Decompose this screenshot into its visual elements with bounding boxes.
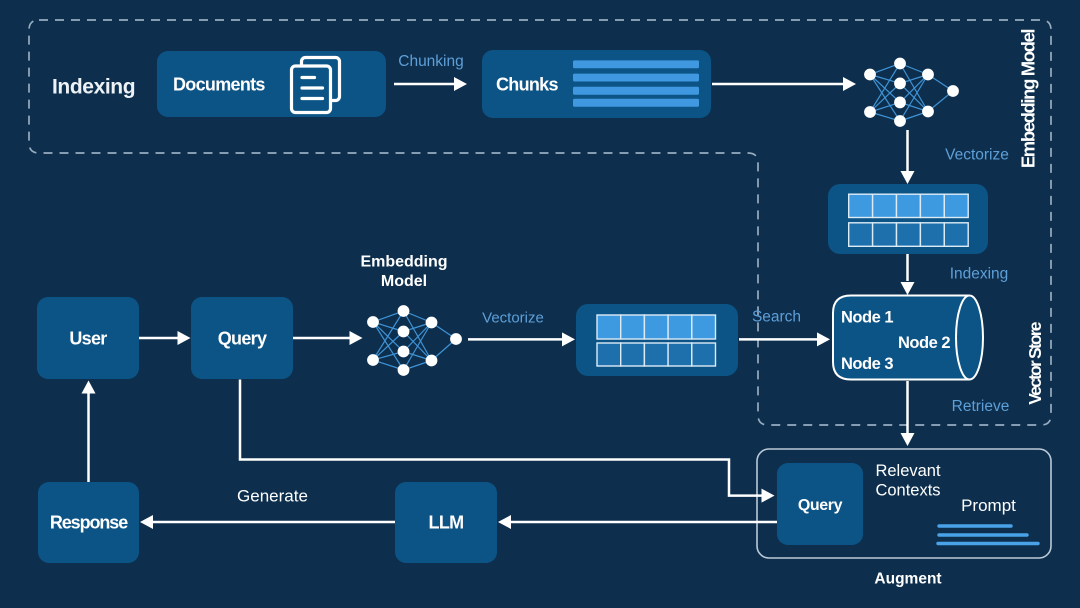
svg-text:Documents: Documents bbox=[173, 75, 265, 95]
svg-text:Indexing: Indexing bbox=[950, 266, 1009, 283]
svg-text:Contexts: Contexts bbox=[875, 482, 940, 500]
svg-text:Retrieve: Retrieve bbox=[952, 398, 1010, 415]
svg-text:Embedding: Embedding bbox=[360, 254, 447, 271]
svg-text:Search: Search bbox=[752, 309, 801, 326]
svg-text:Node 2: Node 2 bbox=[898, 334, 950, 352]
svg-text:Augment: Augment bbox=[874, 571, 941, 588]
svg-text:Chunking: Chunking bbox=[398, 53, 464, 70]
svg-text:Prompt: Prompt bbox=[961, 496, 1016, 515]
svg-text:Indexing: Indexing bbox=[52, 76, 135, 99]
svg-text:Node 3: Node 3 bbox=[841, 355, 893, 373]
svg-text:Vector Store: Vector Store bbox=[1025, 321, 1045, 405]
svg-text:Chunks: Chunks bbox=[496, 75, 558, 95]
svg-text:Vectorize: Vectorize bbox=[482, 310, 544, 327]
svg-text:Node 1: Node 1 bbox=[841, 309, 893, 327]
svg-text:User: User bbox=[69, 329, 107, 349]
svg-text:Relevant: Relevant bbox=[875, 462, 941, 480]
svg-text:Query: Query bbox=[798, 497, 843, 514]
svg-text:Embedding Model: Embedding Model bbox=[1018, 30, 1039, 169]
svg-text:Response: Response bbox=[50, 513, 128, 533]
svg-text:Model: Model bbox=[381, 273, 427, 290]
svg-text:LLM: LLM bbox=[429, 513, 464, 533]
svg-text:Generate: Generate bbox=[237, 487, 308, 506]
svg-text:Vectorize: Vectorize bbox=[945, 147, 1009, 164]
svg-text:Query: Query bbox=[218, 329, 267, 349]
